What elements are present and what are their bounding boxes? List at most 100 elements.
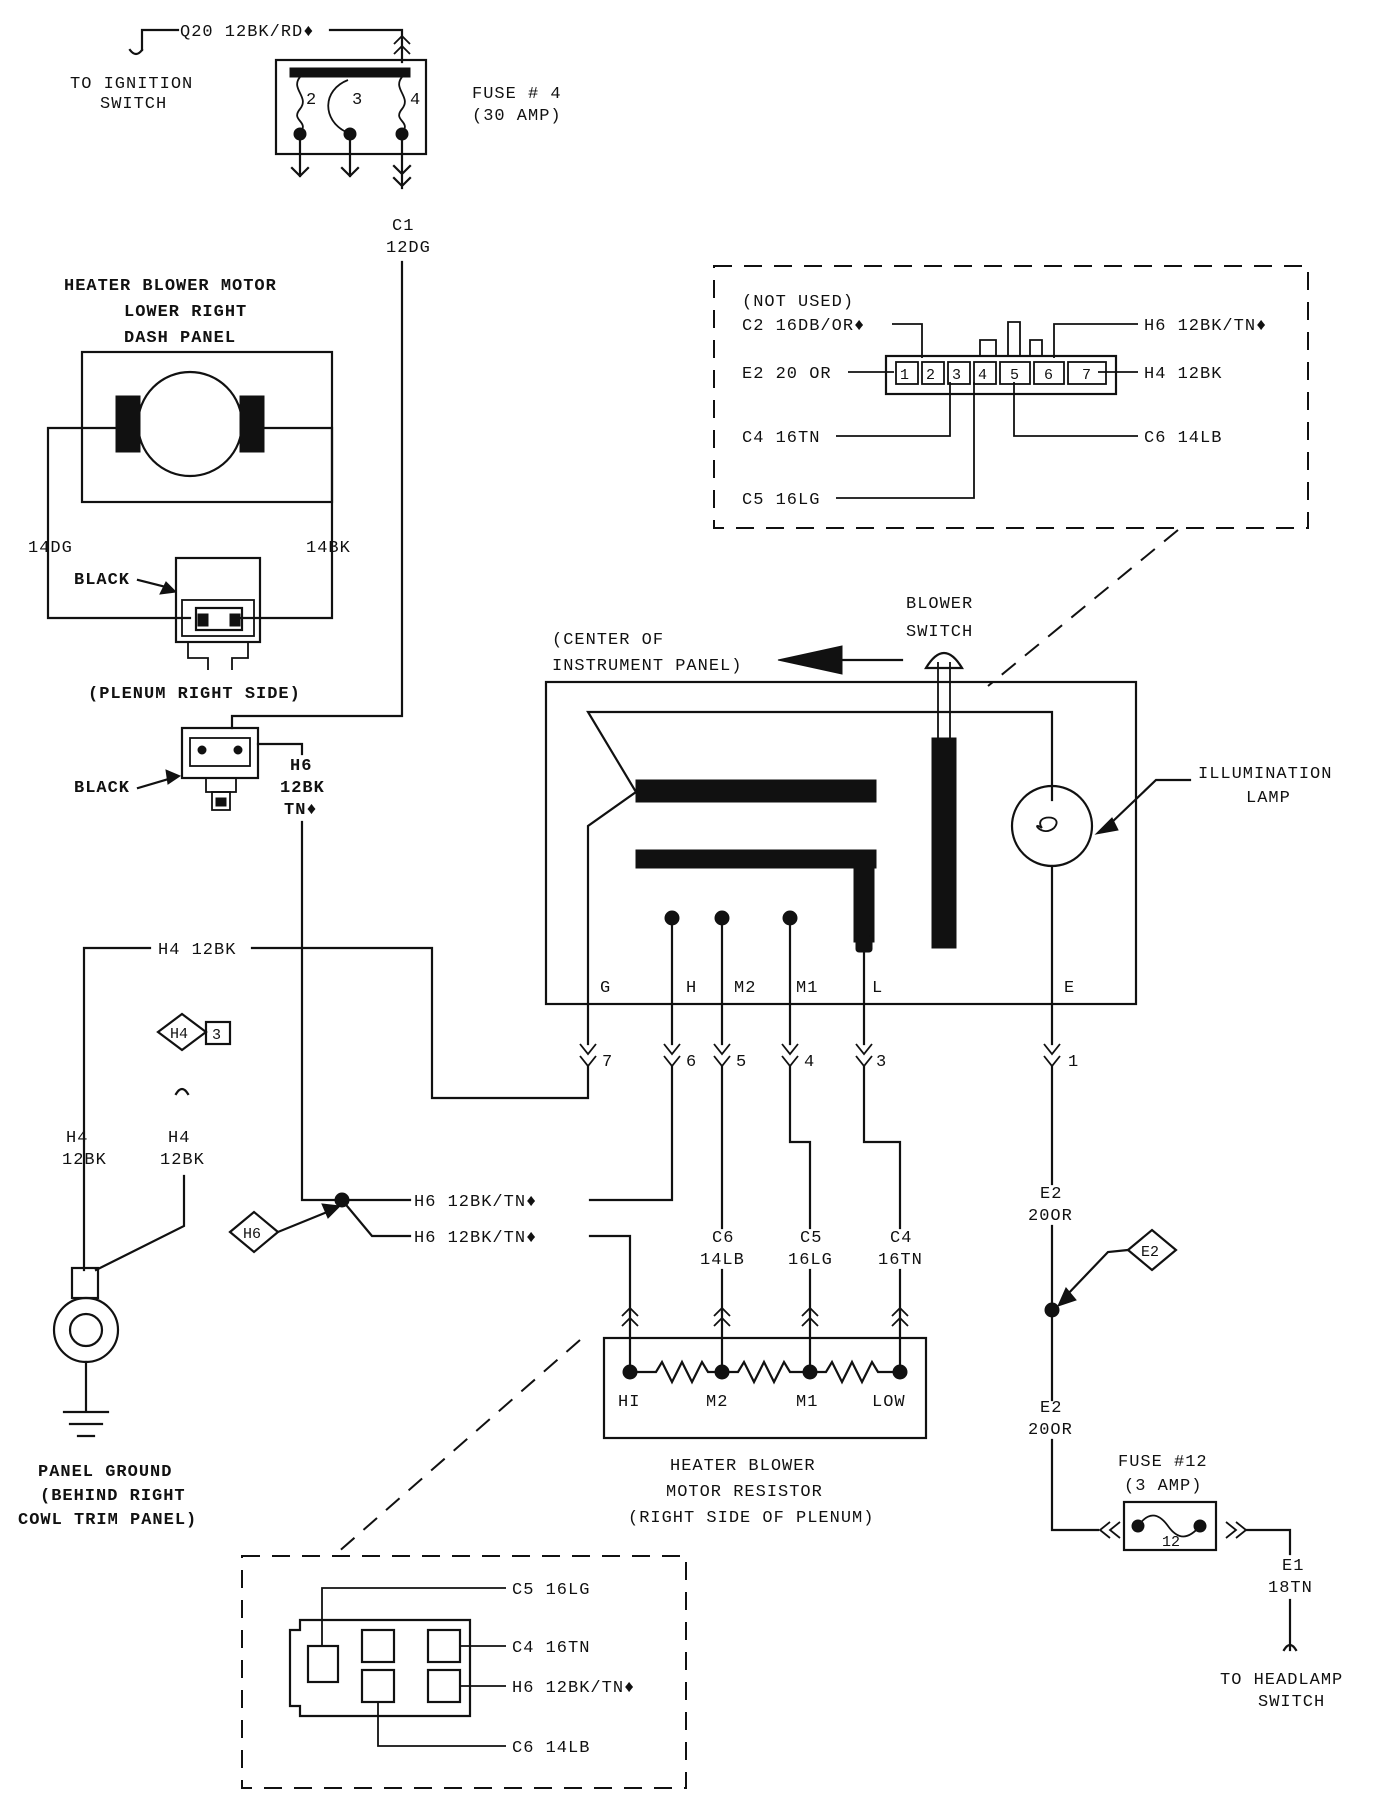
resistor-connector-detail: C5 16LG C4 16TN H6 12BK/TN♦ C6 14LB [241,1555,687,1789]
c4-wire-label-b: 16TN [878,1251,923,1270]
heater-blower-motor-resistor: HI M2 M1 LOW HEATER BLOWER MOTOR RESISTO… [602,1306,928,1528]
motor-label-1: HEATER BLOWER MOTOR [64,277,277,296]
detail-leader-top [987,529,1179,687]
pin-5: 5 [736,1053,747,1072]
rc-c5-label: C5 16LG [512,1581,590,1600]
fuse-4-block: 2 3 4 FUSE # 4 (30 AMP) C1 12DG [274,58,562,258]
blower-switch-label-1: BLOWER [906,595,973,614]
not-used-label: (NOT USED) [742,293,854,312]
c5-wire-label-a: C5 [800,1229,822,1248]
conn-pin-5: 5 [1010,367,1019,384]
switch-term-m2: M2 [734,979,756,998]
e2-circuit: E2 20OR E2 E2 20OR [1028,1064,1178,1539]
resistor-label-2: MOTOR RESISTOR [666,1483,823,1502]
conn-pin-4: 4 [978,367,987,384]
h6-splice: H6 H6 12BK/TN♦ H6 12BK/TN♦ [228,1064,674,1314]
switch-term-l: L [872,979,883,998]
to-ignition-label-2: SWITCH [100,95,167,114]
h6-wire-label-b: H6 12BK/TN♦ [414,1193,537,1212]
conn-pin-2: 2 [926,367,935,384]
c4-wire-label-a: C4 [890,1229,912,1248]
pin-1: 1 [1068,1053,1079,1072]
resistor-m1: M1 [796,1393,818,1412]
switch-connector-body: 1 2 3 4 5 6 7 [884,321,1118,396]
pin-7: 7 [602,1053,613,1072]
pin-4: 4 [804,1053,815,1072]
panel-ground-label-3: COWL TRIM PANEL) [18,1511,197,1530]
resistor-low: LOW [872,1393,906,1412]
e2-label-b2: 20OR [1028,1421,1073,1440]
conn-pin-7: 7 [1082,367,1091,384]
h4-right-label-1: H4 [168,1129,190,1148]
fuse-pin-4: 4 [410,91,421,110]
blower-switch-connector-detail: (NOT USED) C2 16DB/OR♦ E2 20 OR C4 16TN … [713,265,1309,529]
rc-h6-label: H6 12BK/TN♦ [512,1679,635,1698]
q20-wire-label: Q20 12BK/RD♦ [180,23,314,42]
h6-diamond-label: H6 [243,1226,261,1243]
h4-12bk-label: H4 12BK [1144,365,1222,384]
h4-ground-wiring: H4 12BK H4 3 H4 12BK H4 12BK PANEL GROUN… [18,941,590,1530]
motor-connector [174,556,262,670]
illumination-lamp-label-1: ILLUMINATION [1198,765,1332,784]
h6-wire-label-a2: 12BK [280,779,325,798]
fuse-12-number: 12 [1162,1534,1180,1551]
fuse-pin-2: 2 [306,91,317,110]
h4-top-wire-label: H4 12BK [158,941,236,960]
c2-wire-label: C2 16DB/OR♦ [742,317,865,336]
panel-ground-label-2: (BEHIND RIGHT [40,1487,186,1506]
blower-switch-label-2: SWITCH [906,623,973,642]
c5-16lg-label: C5 16LG [742,491,820,510]
h6-wire-label-a3: TN♦ [284,801,318,820]
to-headlamp-label-2: SWITCH [1258,1693,1325,1712]
h4-diamond-number: 3 [212,1027,221,1044]
h4-diamond-label: H4 [170,1026,188,1043]
fuse-12-amp: (3 AMP) [1124,1477,1202,1496]
h6-wire-label-a1: H6 [290,757,312,776]
black-label-2: BLACK [74,779,130,798]
heater-blower-motor: HEATER BLOWER MOTOR LOWER RIGHT DASH PAN… [28,277,351,704]
fuse-12-label: FUSE #12 [1118,1453,1208,1472]
resistor-label-3: (RIGHT SIDE OF PLENUM) [628,1509,874,1528]
fuse-4-label: FUSE # 4 [472,85,562,104]
blower-switch: BLOWER SWITCH (CENTER OF INSTRUMENT PANE… [544,595,1332,1046]
e2-20or-label: E2 20 OR [742,365,832,384]
h6-wire-label-c: H6 12BK/TN♦ [414,1229,537,1248]
e1-label-a: E1 [1282,1557,1304,1576]
e2-diamond-label: E2 [1141,1244,1159,1261]
h4-left-label-2: 12BK [62,1151,107,1170]
e1-label-b: 18TN [1268,1579,1313,1598]
e2-label-a1: E2 [1040,1185,1062,1204]
ignition-feed: Q20 12BK/RD♦ TO IGNITION SWITCH [70,23,411,114]
c5-wire-label-b: 16LG [788,1251,833,1270]
h4-diamond-ref: H4 3 [156,1012,232,1052]
resistor-feed-wires: C6 14LB C5 16LG C4 16TN [700,1064,923,1314]
conn-pin-3: 3 [952,367,961,384]
c6-14lb-label: C6 14LB [1144,429,1222,448]
switch-term-e: E [1064,979,1075,998]
fuse-12: FUSE #12 (3 AMP) 12 E1 18TN TO HEADLAMP … [1118,1453,1343,1712]
h4-right-label-2: 12BK [160,1151,205,1170]
resistor-m2: M2 [706,1393,728,1412]
c4-16tn-label: C4 16TN [742,429,820,448]
to-headlamp-label-1: TO HEADLAMP [1220,1671,1343,1690]
conn-pin-1: 1 [900,367,909,384]
detail-leader-bottom [335,1339,581,1555]
h4-left-label-1: H4 [66,1129,88,1148]
switch-harness-pins: 7 6 5 4 3 1 [579,1043,1079,1072]
e2-label-b1: E2 [1040,1399,1062,1418]
rc-c6-label: C6 14LB [512,1739,590,1758]
e2-label-a2: 20OR [1028,1207,1073,1226]
switch-term-g: G [600,979,611,998]
h6-12bktn-label: H6 12BK/TN♦ [1144,317,1267,336]
wire-14dg: 14DG [28,539,73,558]
black-label-1: BLACK [74,571,130,590]
rc-c4-label: C4 16TN [512,1639,590,1658]
switch-term-h: H [686,979,697,998]
plenum-connector: BLACK H6 12BK TN♦ [74,726,342,1202]
c1-wire-color: 12DG [386,239,431,258]
wire-14bk: 14BK [306,539,351,558]
to-ignition-label: TO IGNITION [70,75,193,94]
c1-wire-label: C1 [392,217,414,236]
resistor-label-1: HEATER BLOWER [670,1457,816,1476]
